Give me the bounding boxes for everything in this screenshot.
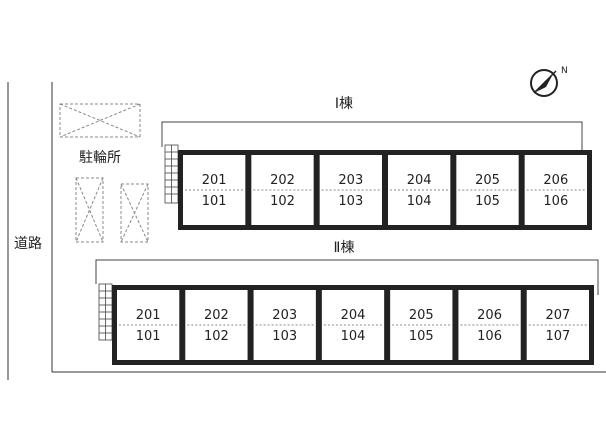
bicycle-parking-left-cross	[75, 177, 104, 243]
unit-number-upper: 207	[545, 308, 570, 323]
unit-number-lower: 105	[409, 329, 434, 344]
unit-number-upper: 206	[543, 173, 568, 188]
unit-number-lower: 105	[475, 194, 500, 209]
unit-number-lower: 104	[407, 194, 432, 209]
unit-number-lower: 101	[136, 329, 161, 344]
unit-number-upper: 204	[407, 173, 432, 188]
unit-number-upper: 203	[272, 308, 297, 323]
compass-icon: N	[530, 66, 568, 97]
unit-number-lower: 107	[545, 329, 570, 344]
bicycle-parking-right	[120, 183, 149, 243]
bicycle-parking-label: 駐輪所	[79, 149, 121, 166]
building-2-stairs	[98, 283, 113, 341]
bicycle-parking-right-cross	[120, 183, 149, 243]
bicycle-parking-top-cross	[59, 103, 141, 138]
bicycle-parking-left-cross	[75, 177, 104, 243]
unit-number-lower: 101	[202, 194, 227, 209]
unit-number-upper: 203	[338, 173, 363, 188]
building-2-units: 2011012021022031032041042051052061062071…	[117, 290, 589, 360]
unit-number-upper: 206	[477, 308, 502, 323]
unit-number-upper: 205	[409, 308, 434, 323]
bicycle-parking-left	[75, 177, 104, 243]
building-1-stairs	[164, 144, 179, 204]
bicycle-parking-top-cross	[59, 103, 141, 138]
unit-number-lower: 104	[341, 329, 366, 344]
unit-number-lower: 102	[270, 194, 295, 209]
unit-number-upper: 201	[136, 308, 161, 323]
unit-number-lower: 106	[477, 329, 502, 344]
unit-number-upper: 205	[475, 173, 500, 188]
unit-number-lower: 103	[272, 329, 297, 344]
bicycle-parking-top	[59, 103, 141, 138]
bicycle-parking-area	[59, 103, 149, 243]
unit-number-lower: 102	[204, 329, 229, 344]
unit-number-upper: 202	[204, 308, 229, 323]
building-1-outline	[178, 150, 592, 230]
building-2-label: Ⅱ棟	[334, 240, 355, 256]
road-label: 道路	[14, 236, 42, 252]
unit-number-lower: 106	[543, 194, 568, 209]
building-1-corridor	[161, 121, 583, 158]
unit-number-lower: 103	[338, 194, 363, 209]
building-1-label: Ⅰ棟	[335, 96, 353, 112]
building-2-corridor	[95, 259, 599, 295]
unit-number-upper: 201	[202, 173, 227, 188]
unit-number-upper: 202	[270, 173, 295, 188]
compass-ring	[530, 69, 558, 97]
compass-north-mark	[533, 70, 557, 94]
unit-number-upper: 204	[341, 308, 366, 323]
compass-north-label: N	[561, 66, 568, 76]
